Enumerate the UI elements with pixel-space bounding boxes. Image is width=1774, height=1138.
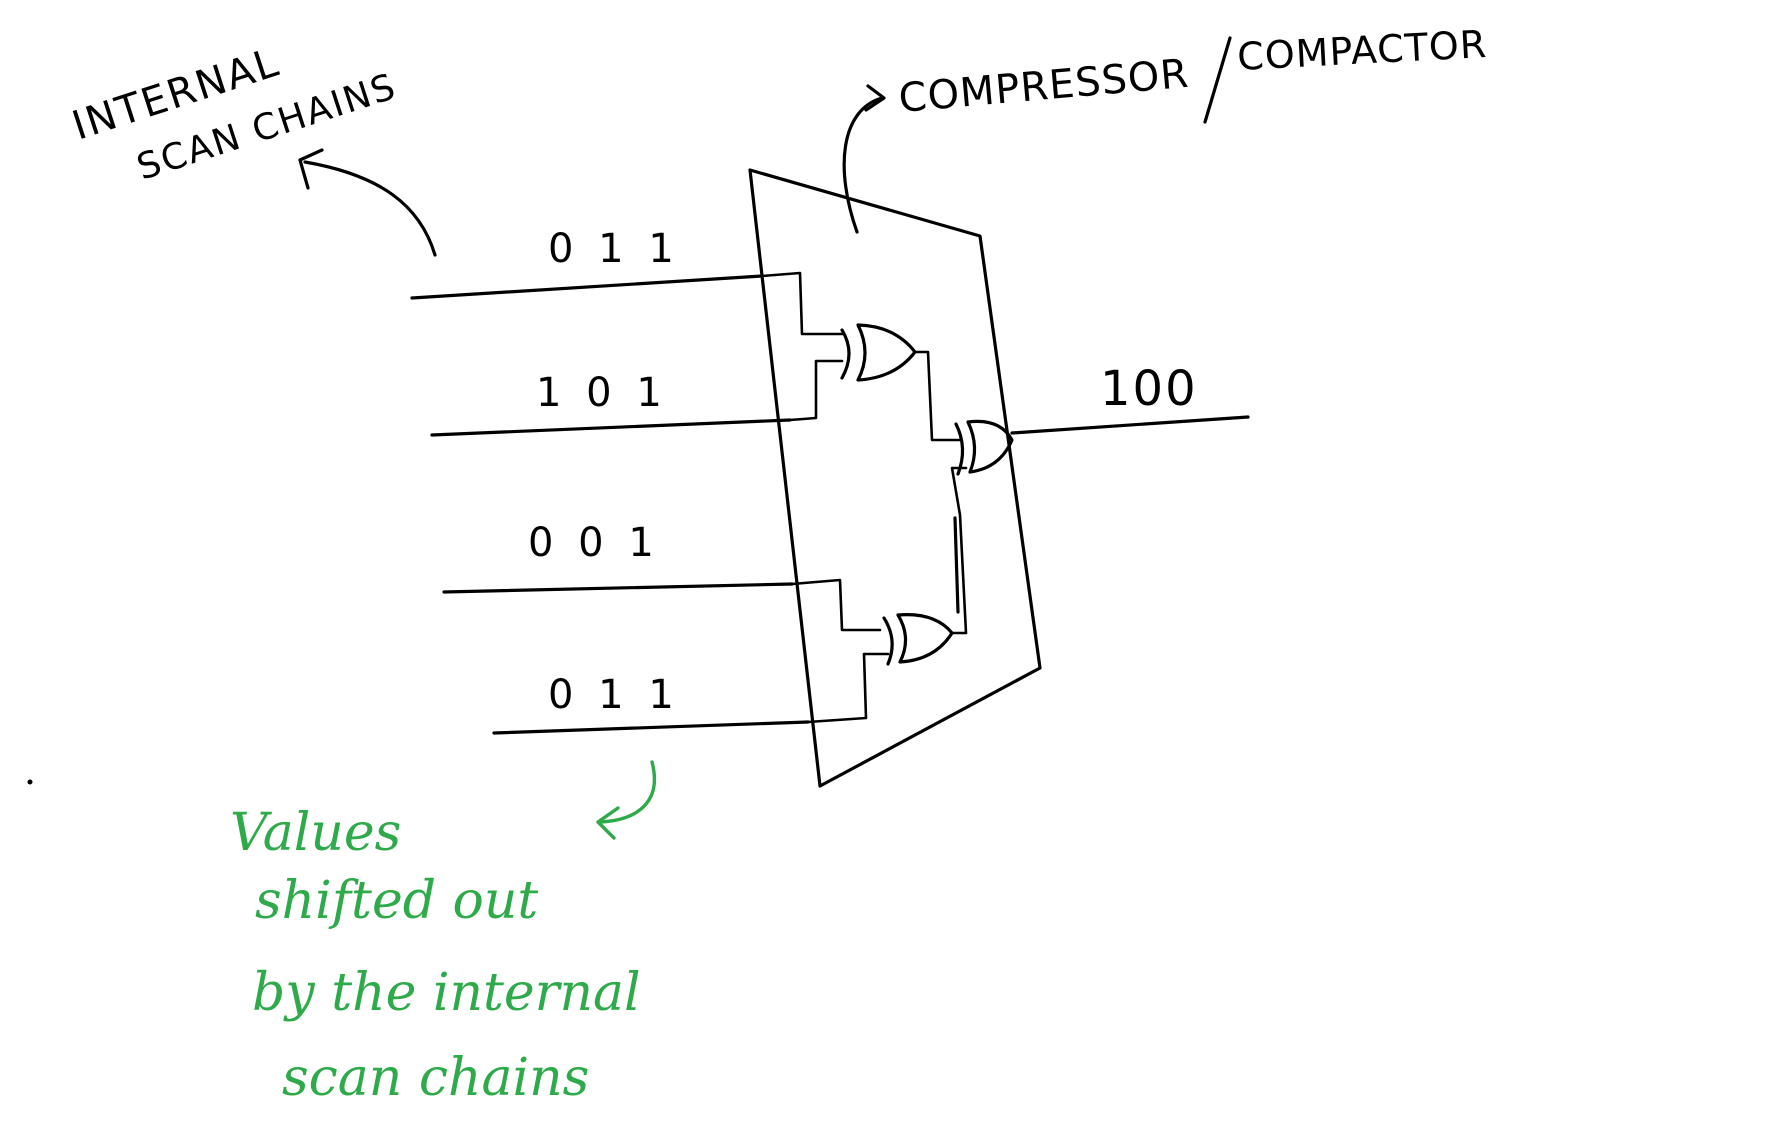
label-compressor: COMPRESSOR: [897, 51, 1191, 122]
scan-chains-arrow-head: [298, 148, 324, 190]
output-value: 100: [1100, 361, 1198, 417]
chain-3-wire: [442, 582, 794, 594]
stray-dot: [27, 779, 33, 785]
chain-4-value: 0 1 1: [548, 672, 680, 718]
label-compactor: COMPACTOR: [1236, 22, 1488, 79]
xor-gate-a-extra-arc: [840, 328, 851, 380]
xor-a-output-wire: [913, 350, 962, 442]
xor-b-output-wire: [950, 466, 968, 635]
chain-2-wire: [430, 418, 792, 437]
chain-3-value: 0 0 1: [528, 520, 660, 566]
chain-4-wire: [492, 720, 810, 735]
xor-b-input-1-wire: [790, 578, 882, 632]
xor-gate-c-extra-arc: [954, 422, 965, 476]
compressor-arrow: [842, 96, 884, 234]
note-line-3: by the internal: [252, 963, 641, 1023]
xor-gate-b-extra-arc: [882, 616, 894, 666]
note-line-4: scan chains: [282, 1048, 589, 1108]
scan-chains-arrow: [303, 160, 437, 257]
note-arrow: [598, 760, 657, 824]
note-arrow-head: [596, 806, 620, 840]
xor-b-input-2-wire: [806, 652, 890, 724]
xor-gate-a-icon: [856, 323, 917, 382]
chain-1-wire: [410, 274, 764, 300]
xor-b-output-wire-thick: [953, 516, 960, 614]
note-line-1: Values: [230, 803, 401, 863]
output-wire: [1010, 415, 1250, 435]
chain-1-value: 0 1 1: [548, 226, 680, 272]
compactor-box: [748, 168, 1042, 788]
note-line-2: shifted out: [255, 871, 538, 931]
compressor-arrow-head: [864, 84, 886, 112]
xor-gate-c-icon: [966, 419, 1014, 474]
chain-2-value: 1 0 1: [536, 370, 668, 416]
xor-a-input-2-wire: [788, 359, 844, 422]
label-divider-slash: [1203, 36, 1232, 124]
xor-gate-b-icon: [896, 613, 954, 664]
xor-a-input-1-wire: [760, 271, 844, 336]
